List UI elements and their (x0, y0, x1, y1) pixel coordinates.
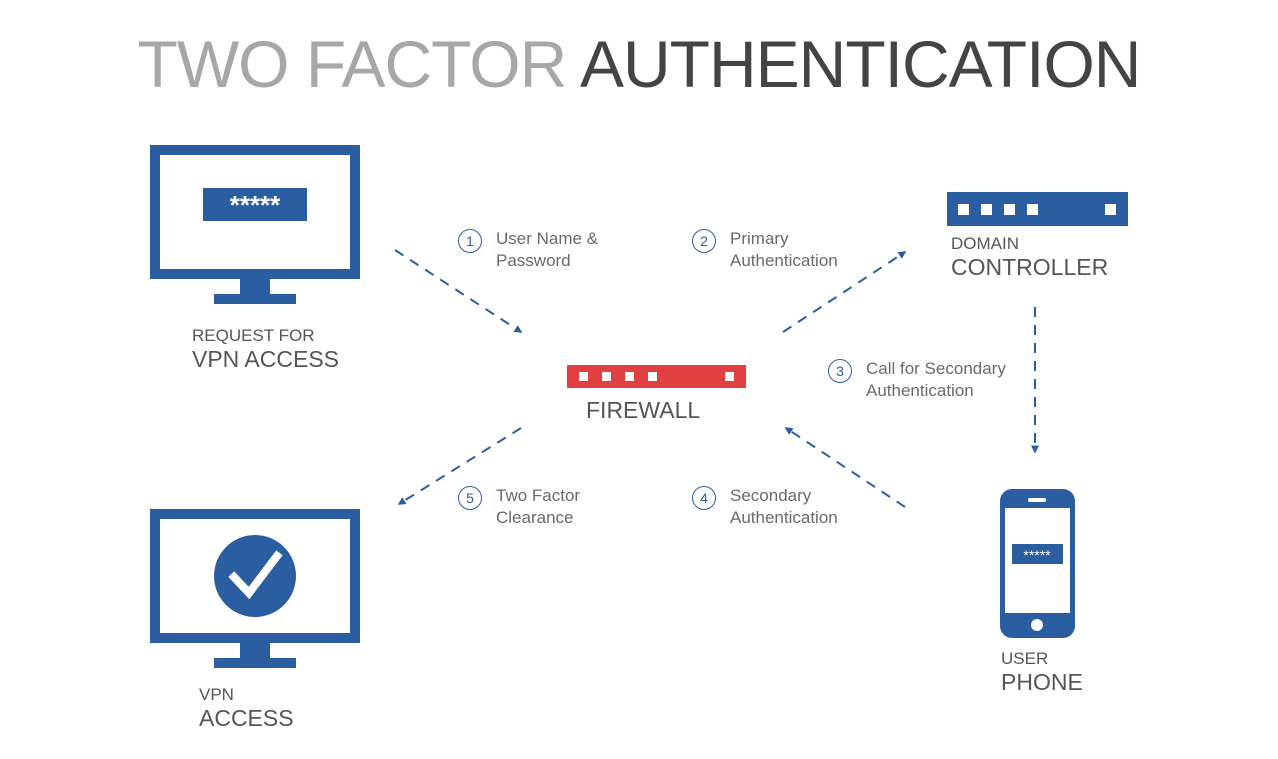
step-1: 1 User Name & Password (458, 228, 598, 272)
phone-label-line1: USER (1001, 649, 1049, 668)
domain-label: DOMAIN CONTROLLER (951, 234, 1108, 280)
access-label: VPN ACCESS (199, 685, 294, 731)
access-monitor-icon (150, 509, 360, 668)
step-2-number-icon: 2 (692, 229, 716, 253)
request-monitor-icon: ***** (150, 145, 360, 304)
step-4-line1: Secondary (730, 486, 812, 505)
step-4-number-icon: 4 (692, 486, 716, 510)
arrow-phone-to-firewall (784, 427, 906, 508)
firewall-label: FIREWALL (586, 397, 700, 423)
title-light: TWO FACTOR (137, 27, 568, 101)
password-mask: ***** (230, 190, 281, 220)
firewall-label-text: FIREWALL (586, 397, 701, 423)
arrow-firewall-to-access (397, 427, 522, 505)
firewall-icon (567, 365, 746, 388)
domain-controller-icon (947, 192, 1128, 226)
checkmark-icon (214, 535, 296, 617)
access-label-line2: ACCESS (199, 705, 294, 731)
domain-label-line1: DOMAIN (951, 234, 1019, 253)
step-5-line2: Clearance (496, 508, 574, 527)
domain-label-line2: CONTROLLER (951, 254, 1109, 280)
request-label: REQUEST FOR VPN ACCESS (192, 326, 339, 372)
step-3-number-icon: 3 (828, 359, 852, 383)
step-5-line1: Two Factor (496, 486, 581, 505)
step-3-line1: Call for Secondary (866, 359, 1006, 378)
step-1-line2: Password (496, 251, 571, 270)
password-field (203, 188, 307, 221)
request-label-line1: REQUEST FOR (192, 326, 315, 345)
phone-password-mask: ***** (1023, 547, 1051, 563)
request-label-line2: VPN ACCESS (192, 346, 339, 372)
title-bold: AUTHENTICATION (580, 27, 1141, 101)
step-1-line1: User Name & (496, 229, 599, 248)
step-2-line2: Authentication (730, 251, 838, 270)
step-3-line2: Authentication (866, 381, 974, 400)
step-4-line2: Authentication (730, 508, 838, 527)
phone-label-line2: PHONE (1001, 669, 1083, 695)
step-2-line1: Primary (730, 229, 789, 248)
access-label-line1: VPN (199, 685, 234, 704)
step-1-number-icon: 1 (458, 229, 482, 253)
arrow-firewall-to-domain (782, 251, 907, 333)
arrow-request-to-firewall (394, 249, 523, 333)
phone-label: USER PHONE (1001, 649, 1083, 695)
phone-icon: ***** (1000, 489, 1075, 638)
step-5-number-icon: 5 (458, 486, 482, 510)
page-title: TWO FACTOR AUTHENTICATION (0, 26, 1278, 102)
